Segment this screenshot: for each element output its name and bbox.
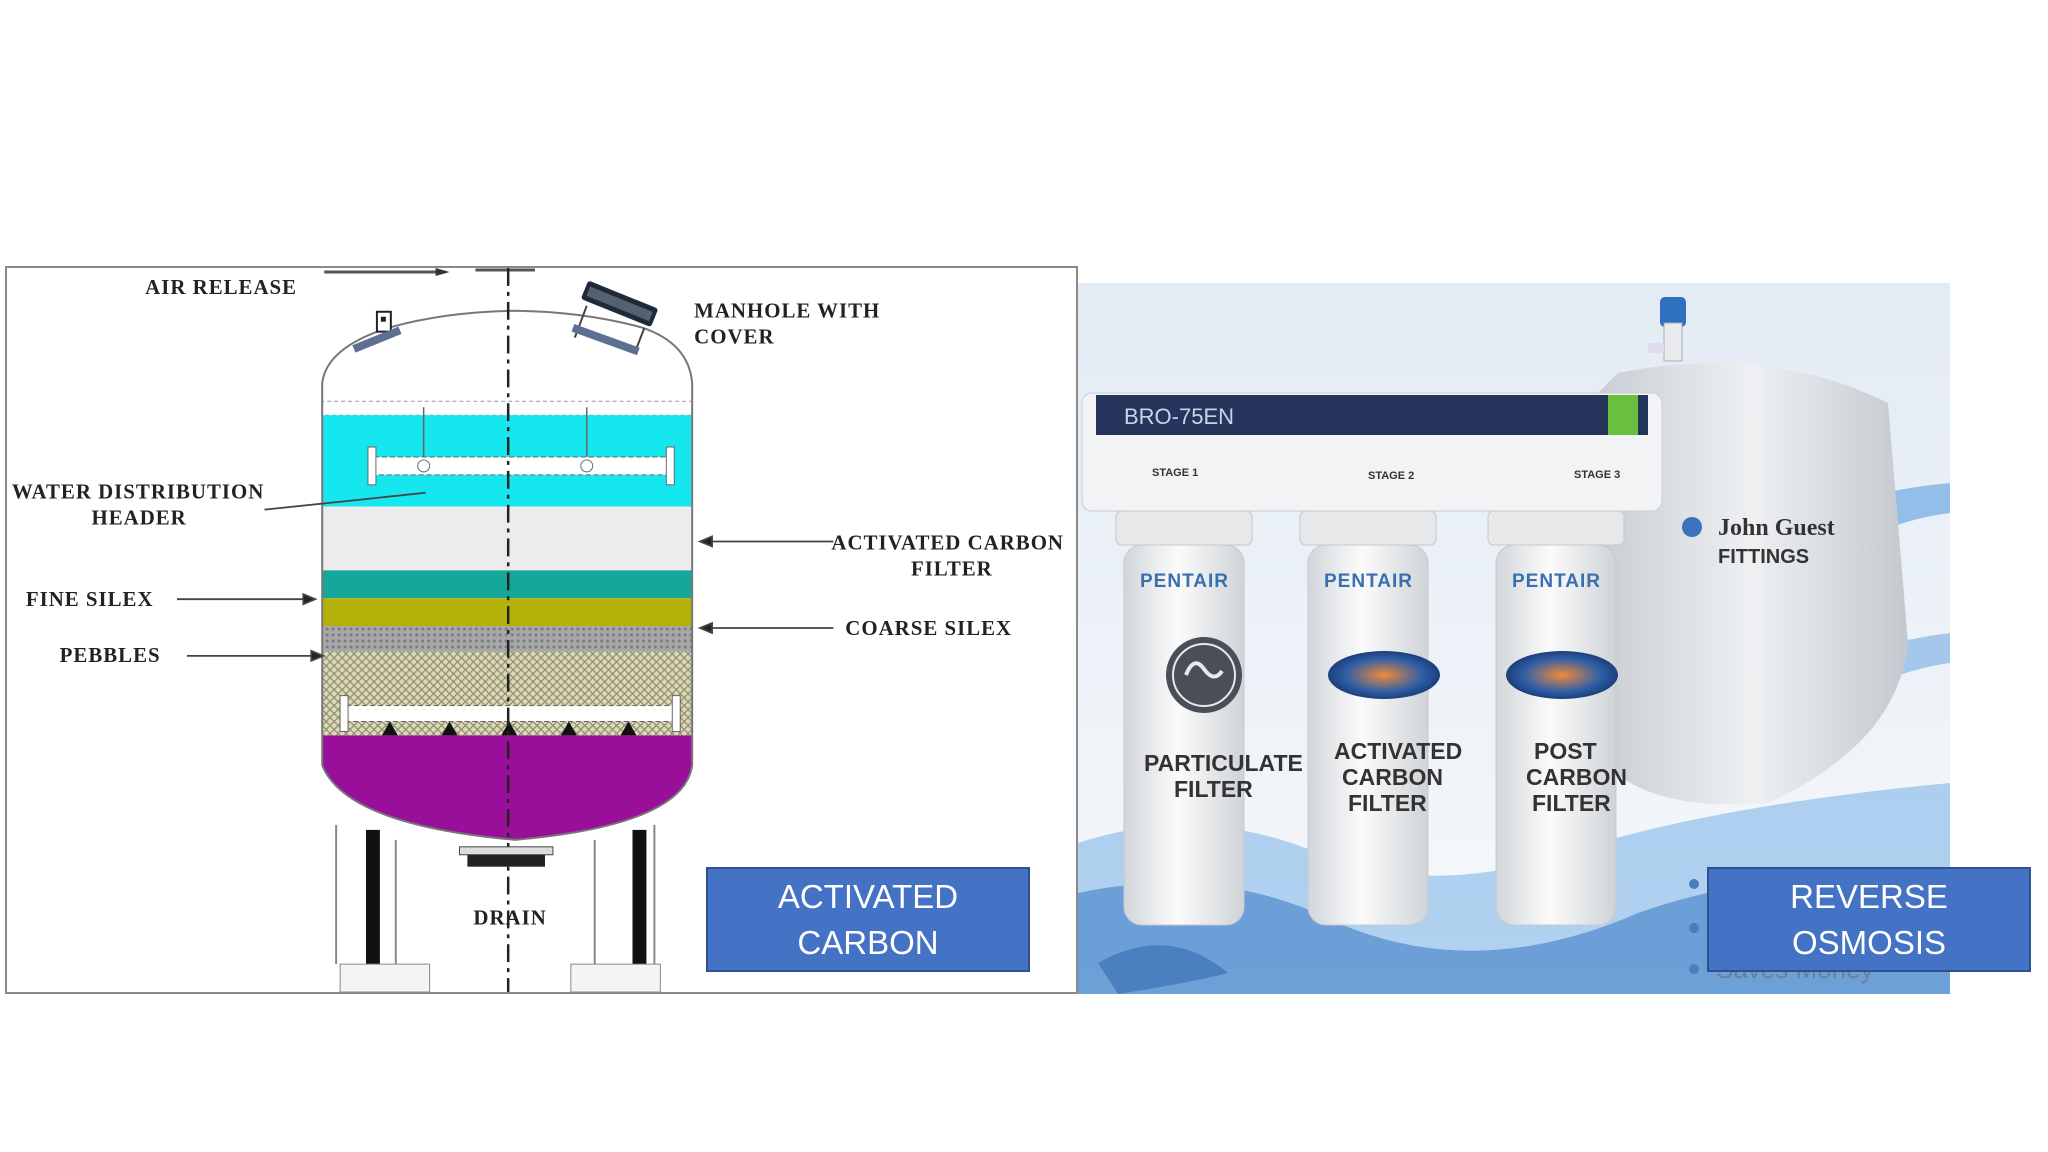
label-drain: DRAIN	[473, 905, 546, 929]
badge-icon	[1328, 651, 1440, 699]
stage-label-2: STAGE 2	[1368, 470, 1414, 482]
filter-manifold: BRO-75EN STAGE 1 STAGE 2 STAGE 3	[1081, 392, 1663, 512]
label-air-release: AIR RELEASE	[145, 275, 297, 299]
tank-label-line1: John Guest	[1718, 515, 1835, 541]
filter-2-line3: FILTER	[1348, 790, 1427, 816]
label-manhole-line2: COVER	[694, 325, 774, 349]
label-fine-silex: FINE SILEX	[26, 587, 154, 611]
caption-right-line2: OSMOSIS	[1791, 923, 1947, 961]
filter-canister-3: PENTAIR POST CARBON FILTER	[1487, 510, 1627, 926]
coarse-silex-layer	[322, 598, 693, 627]
brand-label-1: PENTAIR	[1140, 571, 1229, 592]
label-manhole-line1: MANHOLE WITH	[694, 299, 880, 323]
carbon-zone	[322, 506, 693, 571]
manhole-cover	[571, 281, 658, 356]
filter-2-line2: CARBON	[1342, 764, 1443, 790]
label-water-distribution-line1: WATER DISTRIBUTION	[12, 480, 264, 504]
fine-silex-layer	[322, 570, 693, 599]
brand-label-2: PENTAIR	[1324, 571, 1413, 592]
model-banner	[1096, 395, 1648, 435]
storage-tank: John Guest FITTINGS	[1598, 297, 1908, 805]
filter-canister-1: PENTAIR PARTICULATE FILTER	[1115, 510, 1303, 926]
caption-left-line1: ACTIVATED	[777, 877, 959, 915]
label-pebbles: PEBBLES	[60, 643, 161, 667]
filter-1-line1: PARTICULATE	[1144, 750, 1303, 776]
badge-icon	[1506, 651, 1618, 699]
model-label: BRO-75EN	[1124, 404, 1234, 429]
pebbles-layer	[322, 626, 693, 652]
caption-left-line2: CARBON	[797, 923, 939, 961]
tank-label-line2: FITTINGS	[1718, 546, 1809, 568]
label-activated-carbon-line2: FILTER	[911, 556, 993, 580]
ge-logo-icon	[1166, 637, 1242, 713]
caption-reverse-osmosis: REVERSE OSMOSIS	[1707, 867, 2031, 972]
label-activated-carbon-line1: ACTIVATED CARBON	[831, 530, 1064, 554]
caption-right-line1: REVERSE	[1790, 877, 1948, 915]
filter-3-line2: CARBON	[1526, 764, 1627, 790]
support-layer	[322, 651, 693, 736]
air-release-valve	[352, 310, 402, 353]
filter-1-line2: FILTER	[1174, 776, 1253, 802]
label-coarse-silex: COARSE SILEX	[845, 616, 1012, 640]
activated-carbon-diagram: AIR RELEASE MANHOLE WITH COVER WATER DIS…	[5, 266, 1078, 994]
brand-label-3: PENTAIR	[1512, 571, 1601, 592]
drain-zone	[322, 735, 693, 840]
filter-3-line3: FILTER	[1532, 790, 1611, 816]
label-water-distribution-line2: HEADER	[91, 506, 186, 530]
filter-vessel-drawing: AIR RELEASE MANHOLE WITH COVER WATER DIS…	[12, 268, 1064, 992]
filter-3-line1: POST	[1534, 738, 1597, 764]
bottom-collector-pipe	[345, 705, 675, 722]
filter-2-line1: ACTIVATED	[1334, 738, 1462, 764]
caption-activated-carbon: ACTIVATED CARBON	[706, 867, 1030, 972]
stage-label-1: STAGE 1	[1152, 467, 1198, 479]
filter-canister-2: PENTAIR ACTIVATED CARBON FILTER	[1299, 510, 1462, 926]
water-distribution-header-pipe	[373, 456, 673, 476]
stage-label-3: STAGE 3	[1574, 469, 1620, 481]
